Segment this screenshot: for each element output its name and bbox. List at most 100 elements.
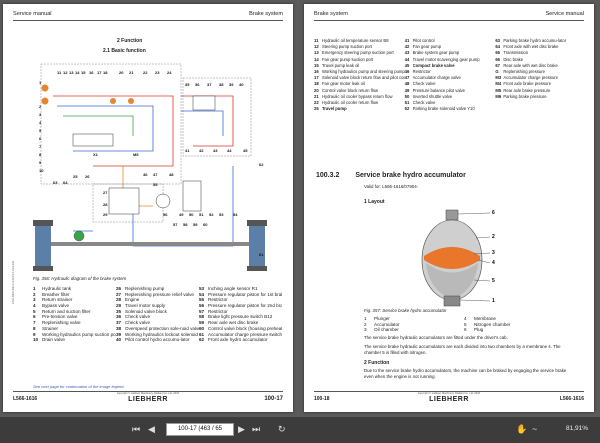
legend-number: 16	[314, 68, 319, 74]
legend-number: 13	[314, 50, 319, 56]
legend-text: Pressure regulator piston for 2nd brake …	[208, 303, 282, 309]
legend-number: M4	[495, 81, 502, 87]
legend-text: Fan gear motor leak oil	[321, 81, 365, 87]
legend-number: 25	[314, 106, 319, 112]
diagram-label: 2	[39, 104, 42, 109]
hand-tool-icon[interactable]: ✋	[516, 424, 528, 434]
callout-number: 2	[492, 234, 495, 240]
section-title: Service brake hydro accumulator	[355, 172, 466, 179]
footer-copyright: copyright © Liebherr Machinery (Dalian) …	[417, 392, 481, 395]
page-header: Service manual Brake system	[13, 10, 283, 21]
last-page-button[interactable]: ⏭	[252, 424, 261, 434]
legend-number: 64	[495, 44, 501, 50]
diagram-label: 6	[39, 136, 42, 141]
zoom-level[interactable]: 81,91%	[565, 425, 588, 432]
legend-number: 38	[116, 325, 122, 331]
legend-number: 44	[404, 56, 410, 62]
legend-number: 1	[33, 286, 36, 291]
legend-number: 8	[33, 325, 36, 331]
diagram-label: 24	[167, 70, 172, 75]
callout-number: 1	[492, 298, 495, 304]
header-left: Brake system	[314, 11, 348, 17]
legend-text: Nitrogen chamber	[474, 321, 511, 327]
legend-text: Accumulator charge pressure switch B19	[208, 331, 282, 337]
legend-text: Restrictor	[208, 297, 228, 303]
legend-text: Hydraulic oil cooler return flow	[321, 99, 379, 105]
legend-number: 2	[364, 321, 367, 327]
axle-rear	[249, 224, 265, 268]
legend-text: Control valve block (housing preheating)	[208, 325, 282, 331]
legend-number: 36	[116, 314, 122, 320]
diagram-label: 23	[155, 70, 160, 75]
legend-text: Front axle with wet disc brake	[503, 44, 559, 50]
diagram-label: 11	[57, 70, 62, 75]
diagram-label: 12	[63, 70, 68, 75]
diagram-label: 43	[213, 148, 218, 153]
legend-number: 27	[116, 291, 122, 297]
diagram-label: 52	[209, 212, 214, 217]
legend-number: 21	[314, 93, 319, 99]
callout-number: 4	[492, 260, 495, 266]
legend-text: Drain valve	[42, 337, 65, 343]
legend-number	[495, 106, 503, 112]
header-right: Service manual	[545, 11, 584, 17]
side-document-id: LWH-MXX-BR-0-4-0674-1-001-EN	[11, 261, 15, 304]
accumulator-symbol	[110, 98, 116, 104]
diagram-label: 22	[143, 70, 148, 75]
next-page-button[interactable]: ▶	[238, 424, 245, 434]
legend-text: Replenishing valve	[42, 320, 81, 326]
legend-number: 9	[33, 331, 36, 337]
liebherr-logo: LIEBHERR	[429, 396, 469, 403]
legend-text: Restrictor	[208, 308, 228, 314]
legend-number: 52	[404, 106, 410, 112]
legend-number: 6	[464, 327, 467, 333]
legend-number: 2	[33, 291, 36, 297]
legend-number: G	[495, 68, 499, 74]
rotate-icon[interactable]: ↻	[278, 424, 286, 434]
legend-number: 4	[33, 303, 36, 309]
first-page-button[interactable]: ⏮	[132, 424, 141, 434]
function-heading: 2 Function	[364, 360, 390, 366]
legend-text: Accumulator	[374, 321, 400, 327]
legend-text: Overspeed protection sole-noid valve Y16	[125, 325, 199, 331]
diagram-label: 15	[81, 70, 86, 75]
continuation-note[interactable]: See next page for continuation of the im…	[33, 384, 125, 389]
diagram-label: 57	[173, 222, 178, 227]
callout-line	[475, 236, 491, 239]
zoom-tilde-icon[interactable]: ~	[532, 424, 538, 434]
legend-text: Disc brake	[503, 56, 524, 62]
legend-text: Travel motor scavenging gear pump	[412, 56, 480, 62]
prev-page-button[interactable]: ◀	[148, 424, 155, 434]
blue-line	[57, 105, 154, 152]
legend-number: 43	[404, 50, 410, 56]
wheel	[247, 220, 267, 226]
diagram-label: 62	[259, 162, 264, 167]
legend-number: 3	[364, 327, 367, 333]
viewer-toolbar: ⏮ ◀ 100-17 (463 / 65 ▶ ⏭ ↻ ✋ ~ 81,91%	[0, 417, 600, 443]
diagram-label: 16	[89, 70, 94, 75]
legend-text: Steering pump suction port	[321, 44, 373, 50]
diagram-label: 13	[69, 70, 74, 75]
legend-text: Replenishing pump	[125, 286, 165, 291]
page-number-input[interactable]: 100-17 (463 / 65	[166, 423, 234, 436]
diagram-label: 45	[243, 148, 248, 153]
section-title: 2 Function	[117, 38, 143, 44]
valve-block	[192, 95, 216, 111]
legend-number: 67	[495, 62, 501, 68]
diagram-label: M6	[133, 152, 139, 157]
diagram-label: 61	[259, 252, 264, 257]
legend-text: Travel motor supply	[125, 303, 166, 309]
legend-number: 6	[33, 314, 36, 320]
callout-line	[477, 259, 491, 264]
